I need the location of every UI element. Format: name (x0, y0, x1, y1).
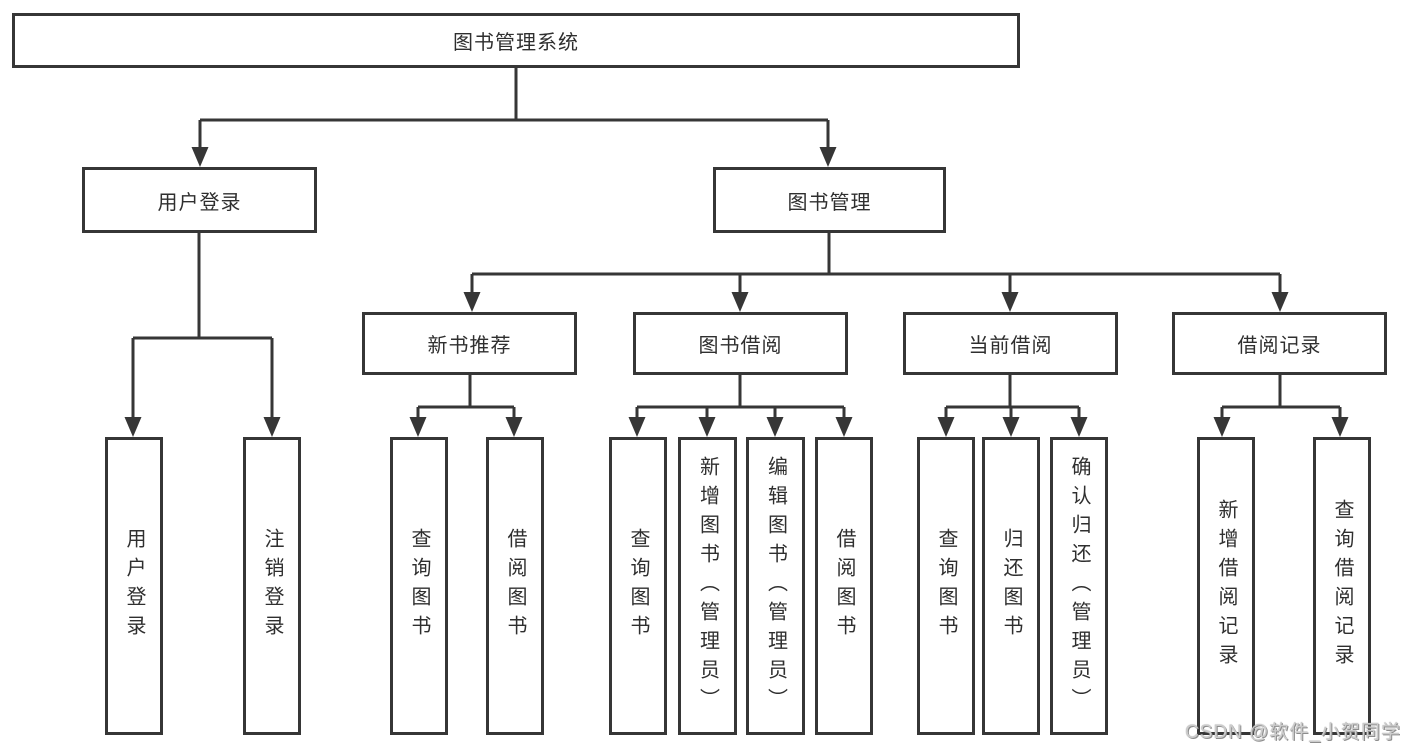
node-user-login: 用户登录 (82, 167, 317, 233)
node-cb-query-books: 查询图书 (917, 437, 975, 735)
node-user-login-label: 用户登录 (157, 191, 242, 214)
node-bb-borrow-books-label: 借阅图书 (833, 528, 855, 644)
node-book-borrowing-label: 图书借阅 (698, 335, 783, 357)
node-new-book-recommend: 新书推荐 (362, 312, 577, 375)
node-bb-borrow-books: 借阅图书 (815, 437, 873, 735)
node-nbr-borrow-books: 借阅图书 (486, 437, 544, 735)
node-bb-edit-books-admin: 编辑图书（管理员） (746, 437, 805, 735)
node-leaf-user-login: 用户登录 (105, 437, 163, 735)
node-bb-query-books-label: 查询图书 (627, 528, 649, 644)
node-br-query-record: 查询借阅记录 (1313, 437, 1371, 735)
node-nbr-query-books-label: 查询图书 (408, 528, 430, 644)
node-leaf-logout: 注销登录 (243, 437, 301, 735)
node-book-borrowing: 图书借阅 (633, 312, 848, 375)
node-library-system-label: 图书管理系统 (453, 32, 579, 54)
node-cb-confirm-return-admin-label: 确认归还（管理员） (1068, 455, 1090, 717)
node-br-query-record-label: 查询借阅记录 (1331, 499, 1353, 673)
node-bb-add-books-admin: 新增图书（管理员） (678, 437, 737, 735)
node-leaf-logout-label: 注销登录 (261, 528, 283, 644)
node-bb-add-books-admin-label: 新增图书（管理员） (696, 455, 719, 717)
node-br-add-record-label: 新增借阅记录 (1215, 499, 1237, 673)
node-leaf-user-login-label: 用户登录 (123, 528, 145, 644)
node-nbr-borrow-books-label: 借阅图书 (504, 528, 526, 644)
node-cb-confirm-return-admin: 确认归还（管理员） (1050, 437, 1108, 735)
node-new-book-recommend-label: 新书推荐 (427, 335, 512, 357)
node-borrowing-records: 借阅记录 (1172, 312, 1387, 375)
csdn-watermark: CSDN @软件_小贺同学 (1185, 722, 1401, 743)
node-cb-return-books: 归还图书 (982, 437, 1040, 735)
node-nbr-query-books: 查询图书 (390, 437, 448, 735)
node-borrowing-records-label: 借阅记录 (1237, 335, 1322, 357)
node-current-borrowing-label: 当前借阅 (968, 335, 1053, 357)
node-current-borrowing: 当前借阅 (903, 312, 1118, 375)
node-cb-return-books-label: 归还图书 (1000, 528, 1022, 644)
node-bb-query-books: 查询图书 (609, 437, 667, 735)
node-br-add-record: 新增借阅记录 (1197, 437, 1255, 735)
node-library-system: 图书管理系统 (12, 13, 1020, 68)
node-book-management: 图书管理 (713, 167, 946, 233)
node-bb-edit-books-admin-label: 编辑图书（管理员） (764, 455, 787, 717)
node-cb-query-books-label: 查询图书 (935, 528, 957, 644)
node-book-management-label: 图书管理 (787, 191, 872, 214)
